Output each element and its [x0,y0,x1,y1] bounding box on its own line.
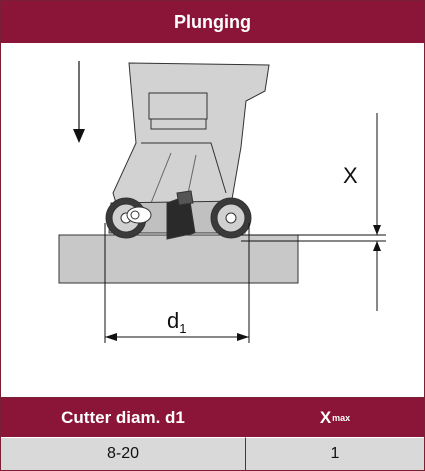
cell-x-max: 1 [246,437,424,470]
table-row: 8-20 1 [1,437,424,470]
workpiece [58,234,299,284]
card-title: Plunging [174,11,251,32]
d1-label: d1 [167,308,186,336]
cutter-tool [105,62,270,240]
x-label: X [343,163,358,188]
header-cutter-diam: Cutter diam. d1 [1,398,246,437]
card-header: Plunging [1,1,424,43]
cell-cutter-diam: 8-20 [1,437,246,470]
d1-dimension [104,223,250,343]
plunging-diagram: d1 X [1,43,424,398]
feed-arrow-icon [73,61,85,143]
diagram-svg: d1 X [58,61,386,343]
x-dimension [241,113,386,311]
